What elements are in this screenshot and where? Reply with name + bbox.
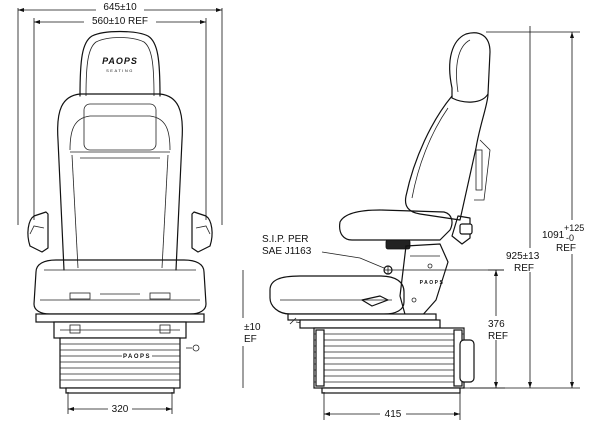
sip-height-ref: REF (514, 263, 534, 274)
front-logo-sub: SEATING (106, 68, 134, 73)
dimension-sip-height: 925±13 REF (464, 26, 542, 389)
cushion-height-label: 376 (488, 319, 505, 330)
front-slide-rail (35, 313, 205, 323)
cushion-height-ref: REF (488, 331, 508, 342)
sip-height-label: 925±13 (506, 251, 540, 262)
front-headrest (79, 30, 161, 97)
overall-height-label: 1091 (542, 230, 565, 241)
sip-marker: S.I.P. PER SAE J1163 (262, 234, 500, 275)
front-suspension-bellows: PAOPS (59, 337, 181, 389)
front-view: 645±10 560±10 REF PAOPS SEATING (17, 2, 223, 415)
dimension-overall-width: 645±10 (17, 2, 223, 225)
front-logo: PAOPS (102, 56, 138, 66)
dimension-cushion-height: 376 REF (470, 269, 510, 389)
back-width-label: 560±10 REF (92, 16, 148, 27)
side-seat-pan (269, 275, 405, 315)
dimension-base-width: 320 (67, 392, 173, 415)
dimension-partial-left: ±10 EF (242, 270, 261, 388)
front-left-armrest (27, 211, 49, 253)
sip-label-line2: SAE J1163 (262, 246, 312, 257)
front-right-armrest (191, 211, 213, 253)
front-backrest (57, 93, 183, 271)
base-depth-label: 415 (385, 409, 402, 420)
partial-left-ref: EF (244, 334, 257, 345)
overall-height-tol-minus: -0 (566, 233, 574, 243)
side-base-plate (321, 387, 461, 394)
side-logo: PAOPS (420, 280, 445, 286)
overall-height-ref: REF (556, 243, 576, 254)
dimension-back-width: 560±10 REF (33, 15, 207, 220)
side-backrest (404, 93, 489, 221)
side-cushion-bolster (339, 209, 453, 241)
dimension-overall-height: 1091 +125 -0 REF (486, 31, 584, 389)
side-slide-rail (287, 313, 437, 321)
side-headrest (449, 32, 491, 103)
front-cushion (33, 259, 207, 315)
overall-width-label: 645±10 (103, 2, 137, 13)
side-adjust-handle (385, 239, 411, 250)
sip-label-line1: S.I.P. PER (262, 234, 309, 245)
overall-height-tol-plus: +125 (564, 223, 584, 233)
side-support-bracket (399, 243, 449, 319)
front-base-plate (65, 387, 175, 394)
base-width-label: 320 (112, 404, 129, 415)
front-base-logo: PAOPS (123, 354, 151, 360)
side-view: ±10 EF S.I.P. PER SAE J1163 (242, 26, 584, 420)
partial-left-value: ±10 (244, 322, 261, 333)
dimension-base-depth: 415 (323, 392, 461, 420)
side-suspension-bellows (313, 327, 475, 389)
